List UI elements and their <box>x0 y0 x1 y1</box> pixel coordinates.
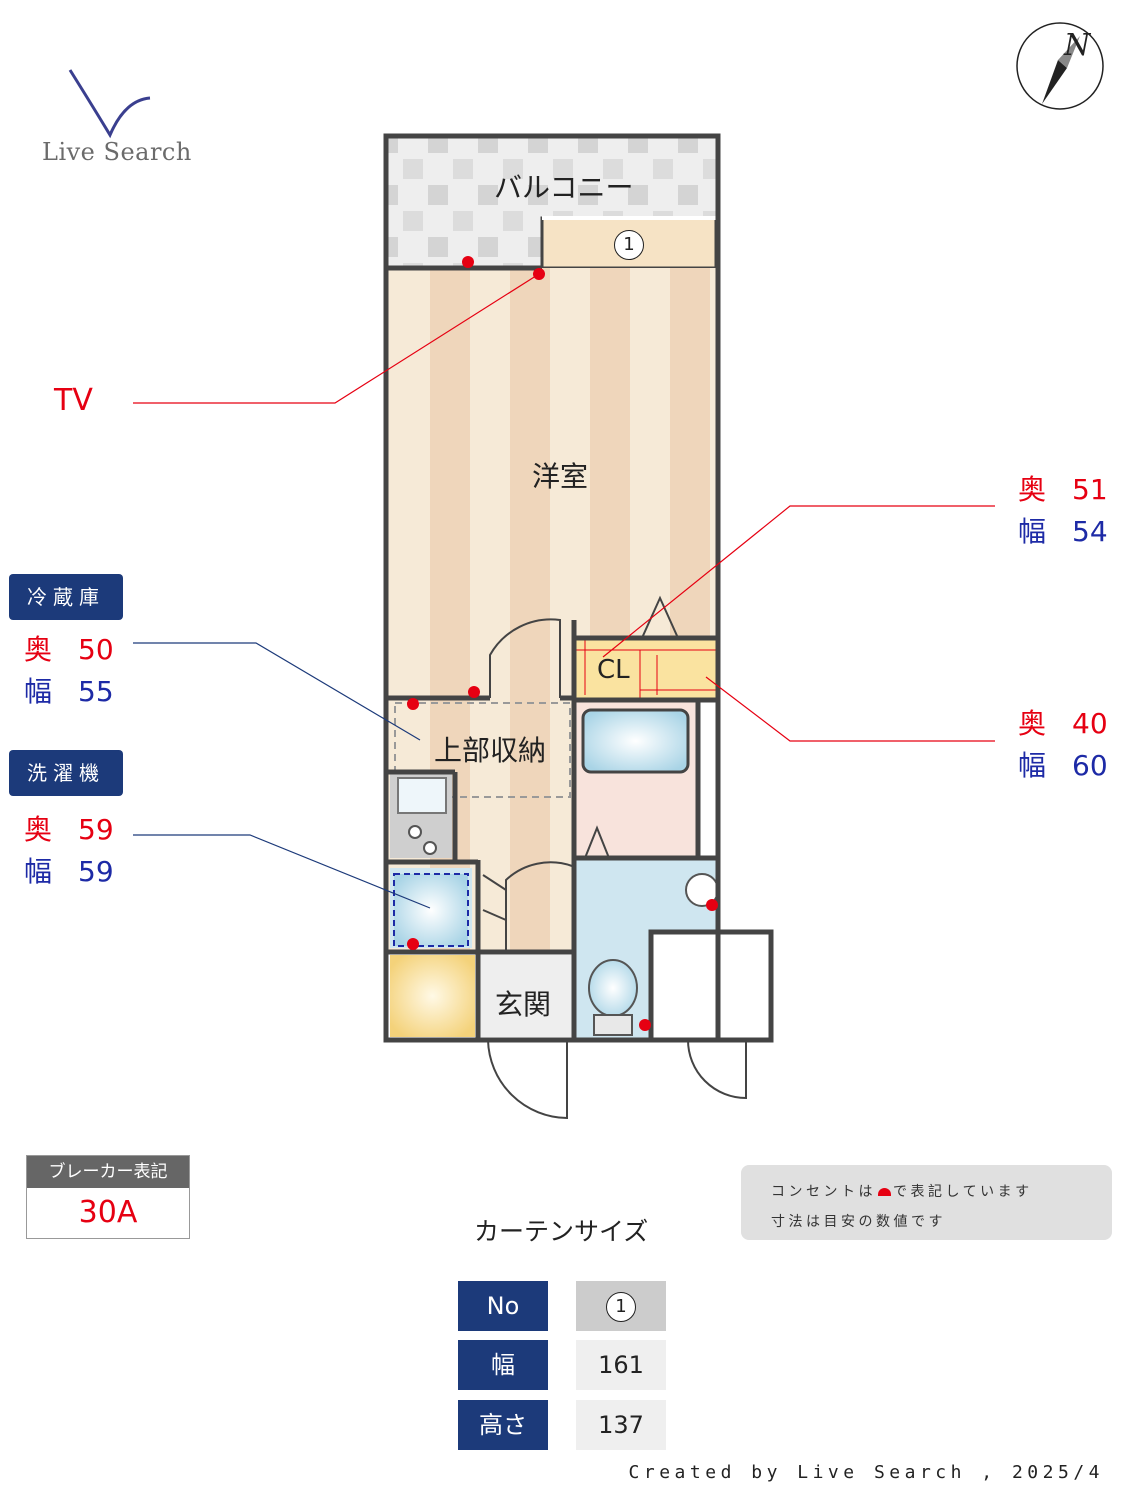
room-label-entrance: 玄関 <box>495 988 552 1021</box>
toilet <box>588 959 638 1017</box>
outlets <box>407 256 718 1031</box>
entrance-floor <box>480 955 574 1037</box>
logo-mark <box>68 69 151 139</box>
room-label-western: 洋室 <box>532 460 589 493</box>
curtain-value-no: 1 <box>576 1281 666 1331</box>
western-room-floor <box>388 268 716 700</box>
room-label-upper-storage: 上部収納 <box>434 734 547 767</box>
leader-lines <box>133 273 995 909</box>
breaker-title: ブレーカー表記 <box>27 1156 189 1188</box>
room-label-balcony: バルコニー <box>494 171 634 204</box>
curtain-header-height: 高さ <box>458 1400 548 1450</box>
window-marker: 1 <box>614 230 644 260</box>
room-label-closet: CL <box>597 655 630 685</box>
breaker-value: 30A <box>78 1195 138 1230</box>
upper-storage-outline <box>394 702 571 798</box>
curtain-value-height: 137 <box>576 1400 666 1450</box>
washer-badge: 洗濯機 <box>9 750 123 796</box>
curtain-title: カーテンサイズ <box>474 1217 649 1246</box>
credit-text: Created by Live Search , 2025/4 <box>628 1462 1104 1483</box>
annex-room <box>651 932 771 1038</box>
logo-text: Live Search <box>42 138 192 166</box>
breaker-box: ブレーカー表記 30A <box>26 1155 190 1239</box>
curtain-header-width: 幅 <box>458 1340 548 1390</box>
tv-label: TV <box>54 383 93 418</box>
doors <box>482 595 747 1120</box>
compass-icon <box>1016 22 1104 110</box>
bathtub <box>581 708 690 774</box>
curtain-value-width: 161 <box>576 1340 666 1390</box>
compass-north-label: N <box>1064 28 1091 63</box>
walls <box>383 133 774 1043</box>
legend-note: コンセントはで表記しています 寸法は目安の数値です <box>741 1165 1112 1240</box>
curtain-header-no: No <box>458 1281 548 1331</box>
fridge-badge: 冷蔵庫 <box>9 574 123 620</box>
outlet-icon <box>878 1188 891 1196</box>
storage-area <box>390 955 475 1037</box>
